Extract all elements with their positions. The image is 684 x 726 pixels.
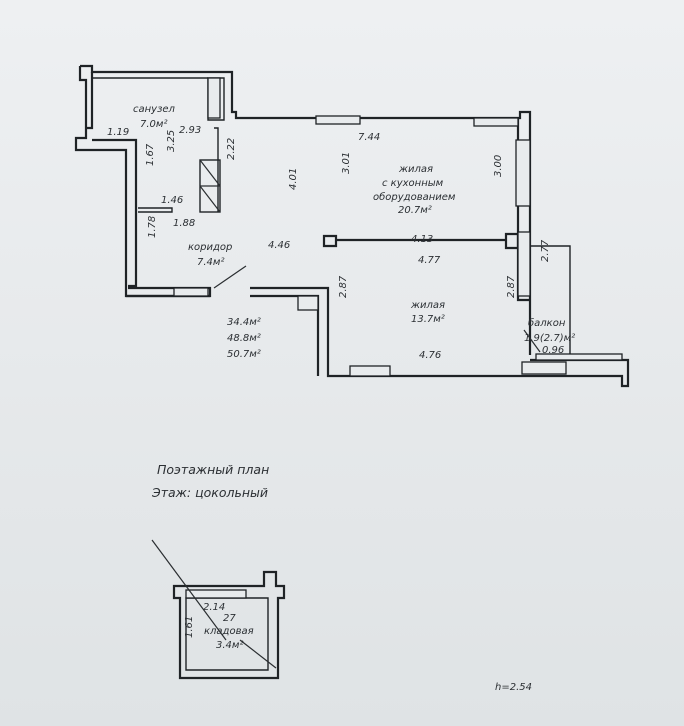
wall-corridor-bottom bbox=[126, 286, 212, 298]
total-area-1: 34.4м² bbox=[227, 317, 261, 328]
dim-1.61: 1.61 bbox=[184, 616, 195, 638]
balcony-outline bbox=[530, 245, 571, 360]
ceiling-height: h=2.54 bbox=[495, 682, 532, 693]
dim-4.46: 4.46 bbox=[268, 240, 290, 251]
wall-left-outer bbox=[74, 66, 210, 298]
dim-2.87-right: 2.87 bbox=[506, 275, 517, 298]
wall-living-left bbox=[250, 286, 630, 388]
dim-4.13: 4.13 bbox=[411, 234, 433, 245]
window-corridor bbox=[173, 287, 209, 297]
window-right-2 bbox=[517, 231, 531, 297]
wall-bathroom-outer bbox=[80, 64, 532, 355]
dim-0.96: 0.96 bbox=[542, 345, 564, 356]
wall-inner-bath-right bbox=[86, 72, 138, 288]
corridor-pointer bbox=[213, 265, 247, 289]
apartment-walls bbox=[74, 64, 630, 388]
storage-outline bbox=[172, 570, 286, 680]
window-bottom-right bbox=[521, 361, 567, 375]
dim-3.25: 3.25 bbox=[166, 130, 177, 152]
dim-2.93: 2.93 bbox=[179, 125, 201, 136]
label-balcony-name: балкон bbox=[528, 317, 566, 329]
window-top-right bbox=[473, 117, 519, 127]
storage-walls bbox=[151, 539, 286, 680]
dim-2.77: 2.77 bbox=[540, 239, 551, 262]
dim-3.01: 3.01 bbox=[341, 152, 352, 174]
storage-pointer bbox=[151, 539, 227, 641]
label-living-name: жилая bbox=[410, 300, 445, 311]
dim-1.19: 1.19 bbox=[107, 127, 129, 138]
area-totals: 34.4м² 48.8м² 50.7м² bbox=[227, 317, 261, 360]
total-area-2: 48.8м² bbox=[227, 333, 261, 344]
balcony-pointer bbox=[523, 329, 541, 353]
storage-pointer-2 bbox=[239, 639, 277, 669]
label-storage-name: кладовая bbox=[204, 626, 254, 637]
label-kitchen-area: 20.7м² bbox=[398, 205, 432, 216]
dim-1.78: 1.78 bbox=[147, 216, 158, 238]
floor-label: Этаж: цокольный bbox=[151, 485, 268, 500]
storage-door bbox=[185, 589, 247, 599]
wall-stub bbox=[138, 207, 173, 213]
label-storage-area: 3.4м² bbox=[216, 640, 243, 651]
dim-1.88: 1.88 bbox=[173, 218, 195, 229]
plan-title: Поэтажный план bbox=[157, 462, 269, 477]
label-balcony-area: 1.9(2.7)м² bbox=[524, 333, 575, 344]
label-kitchen-line2: с кухонным bbox=[382, 178, 444, 189]
dim-1.67: 1.67 bbox=[145, 143, 156, 166]
dim-3.00: 3.00 bbox=[493, 155, 504, 177]
door-jamb bbox=[297, 295, 319, 311]
label-bathroom-name: санузел bbox=[133, 104, 176, 115]
dim-7.44: 7.44 bbox=[358, 132, 380, 143]
dim-4.76: 4.76 bbox=[419, 350, 441, 361]
label-kitchen-line3: оборудованием bbox=[373, 191, 456, 203]
window-bottom bbox=[349, 365, 391, 377]
dim-2.14: 2.14 bbox=[203, 602, 225, 613]
dim-2.87-left: 2.87 bbox=[338, 275, 349, 298]
label-storage-number: 27 bbox=[223, 613, 236, 624]
total-area-3: 50.7м² bbox=[227, 349, 261, 360]
room-labels: санузел 7.0м² коридор 7.4м² жилая с кухо… bbox=[133, 104, 575, 651]
dim-4.01: 4.01 bbox=[288, 168, 299, 190]
window-top bbox=[315, 115, 361, 125]
label-corridor-name: коридор bbox=[188, 242, 232, 253]
balcony-rail bbox=[535, 353, 623, 361]
label-living-area: 13.7м² bbox=[411, 314, 445, 325]
dimension-labels: 1.19 2.93 7.44 3.25 1.67 2.22 1.46 1.88 … bbox=[107, 125, 564, 638]
vent-shafts bbox=[199, 159, 221, 213]
dim-1.46: 1.46 bbox=[161, 195, 183, 206]
dim-4.77: 4.77 bbox=[418, 255, 441, 266]
label-bathroom-area: 7.0м² bbox=[140, 119, 167, 130]
label-corridor-area: 7.4м² bbox=[197, 257, 224, 268]
label-kitchen-line1: жилая bbox=[398, 164, 433, 175]
window-right-1 bbox=[515, 139, 531, 207]
dim-2.22: 2.22 bbox=[226, 138, 237, 160]
window-bath bbox=[207, 77, 221, 119]
